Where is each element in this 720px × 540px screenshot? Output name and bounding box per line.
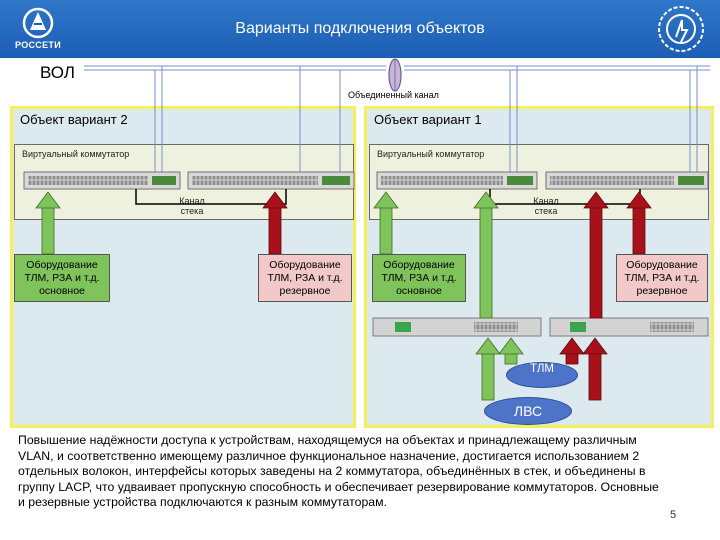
fiber-lines: [84, 65, 710, 180]
slide-title: Варианты подключения объектов: [235, 20, 485, 37]
arrow-green-v1-long: [473, 191, 499, 319]
description-text: Повышение надёжности доступа к устройств…: [18, 433, 659, 510]
virtual-switch-v2-label: Виртуальный коммутатор: [22, 149, 130, 159]
arrow-green-v2: [35, 191, 61, 255]
stack-channel-v2: [135, 189, 287, 205]
lower-switch-left: [372, 317, 542, 337]
logo-text: РОССЕТИ: [15, 40, 61, 50]
panel-variant-1-title: Объект вариант 1: [374, 112, 482, 127]
page-number: 5: [670, 509, 677, 521]
fiber-label: ВОЛ: [40, 63, 75, 82]
switch-v2-left: [23, 171, 181, 190]
emblem-icon: [656, 4, 706, 54]
virtual-switch-v1-label: Виртуальный коммутатор: [377, 149, 485, 159]
stack-channel-label-v1: Канал стека: [533, 196, 559, 216]
device-reserve-v1: Оборудование ТЛМ, РЗА и т.д. резервное: [616, 254, 708, 302]
arrow-red-v2: [262, 191, 288, 255]
stack-channel-label-v2: Канал стека: [179, 196, 205, 216]
device-reserve-v2: Оборудование ТЛМ, РЗА и т.д. резервное: [258, 254, 352, 302]
device-main-v2: Оборудование ТЛМ, РЗА и т.д. основное: [14, 254, 110, 302]
arrow-green-v1-lower-2: [498, 337, 524, 365]
lower-switch-right: [549, 317, 709, 337]
arrow-red-v1-long: [583, 191, 609, 319]
lan-bubble: ЛВС: [484, 397, 572, 425]
switch-v2-right: [187, 171, 355, 190]
rosseti-logo: [8, 6, 68, 52]
arrow-green-v1-lower-1: [475, 337, 501, 401]
combined-channel-icon: [388, 58, 402, 92]
device-main-v1: Оборудование ТЛМ, РЗА и т.д. основное: [372, 254, 466, 302]
switch-v1-left: [376, 171, 538, 190]
panel-variant-2-title: Объект вариант 2: [20, 112, 128, 127]
combined-channel-label: Объединенный канал: [348, 90, 439, 100]
arrow-red-v1-lower-1: [559, 337, 585, 365]
switch-v1-right: [545, 171, 709, 190]
arrow-green-v1-upper-left: [373, 191, 399, 255]
stack-channel-v1: [489, 189, 641, 205]
arrow-red-v1-upper-right: [626, 191, 652, 255]
tlm-bubble: ТЛМ: [506, 362, 578, 388]
arrow-red-v1-lower-2: [582, 337, 608, 401]
header-bar: [0, 0, 720, 58]
